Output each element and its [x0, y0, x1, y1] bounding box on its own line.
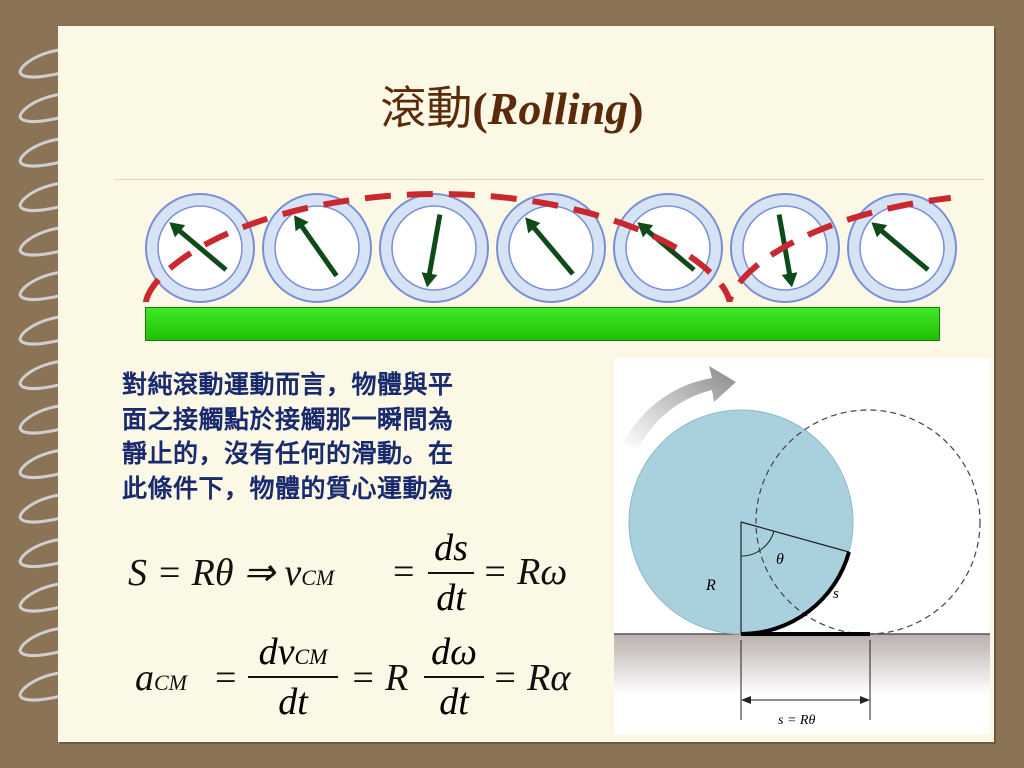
title-english: Rolling: [487, 83, 629, 134]
arrow-head-icon: [871, 222, 888, 238]
label-R: R: [705, 577, 716, 594]
arrow-head-icon: [294, 215, 309, 232]
description-text: 對純滾動運動而言，物體與平 面之接觸點於接觸那一瞬間為 靜止的，沒有任何的滑動。…: [122, 368, 570, 506]
green-ground-bar: [145, 307, 940, 341]
body-line: 面之接觸點於接觸那一瞬間為: [122, 404, 454, 434]
label-s-equals-r-theta: s = Rθ: [778, 713, 815, 728]
wheel-radius-arrow: [172, 224, 228, 272]
arrow-head-icon: [525, 217, 541, 234]
wheel-radius-arrow: [874, 224, 930, 272]
rolling-wheels-illustration: [143, 190, 957, 303]
cycloid-trace: [143, 190, 952, 303]
label-theta: θ: [776, 551, 784, 568]
wheel-radius-arrow: [527, 220, 575, 276]
rolling-diagram: R θ s s = Rθ: [614, 358, 990, 734]
body-line: 此條件下，物體的質心運動為: [122, 473, 454, 503]
body-line: 靜止的，沒有任何的滑動。在: [122, 439, 454, 468]
body-line: 對純滾動運動而言，物體與平: [122, 370, 454, 399]
arrow-head-icon: [781, 272, 798, 288]
arrow-head-icon: [169, 222, 186, 238]
wheel-radius-arrow: [295, 218, 339, 278]
wheel-radius-arrow: [640, 224, 696, 272]
arrow-head-icon: [637, 222, 654, 238]
label-s: s: [833, 586, 839, 602]
title-chinese: 滾動: [380, 81, 473, 135]
wheel-radius-arrow: [425, 214, 443, 282]
slide-title: 滾動(Rolling): [380, 81, 644, 135]
title-divider: [114, 179, 984, 180]
floor-surface: [614, 634, 990, 694]
rotation-arrow-icon: [622, 366, 736, 448]
arrow-head-icon: [421, 272, 438, 288]
